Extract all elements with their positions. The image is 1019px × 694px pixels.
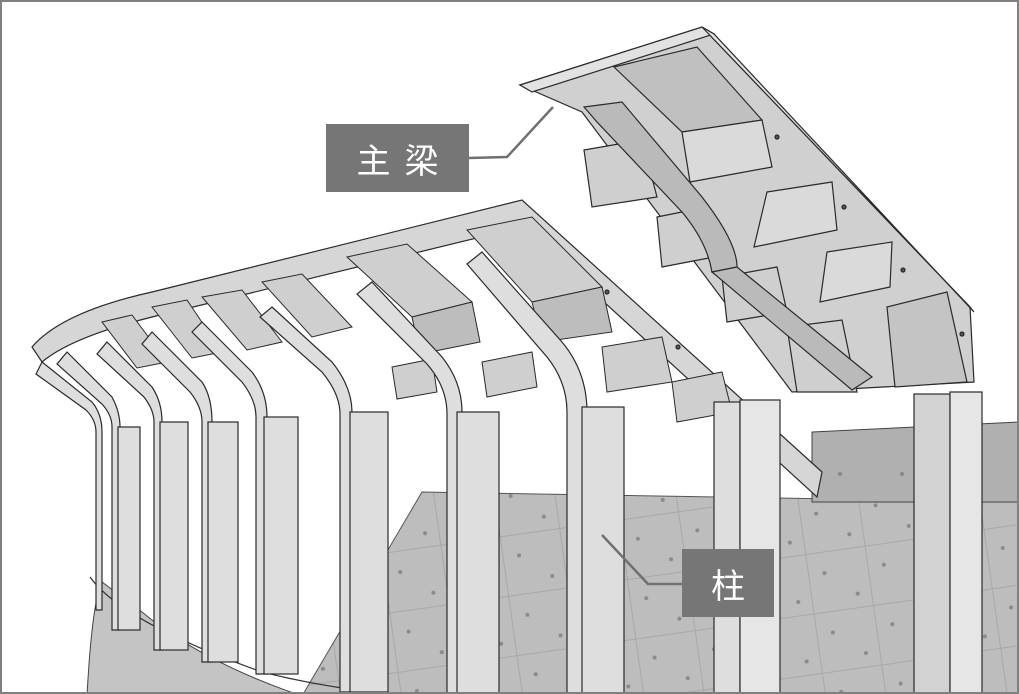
leader-line-column: [601, 534, 682, 586]
columns: [35, 251, 983, 692]
ring-roof-slab: [31, 199, 823, 499]
label-column-text: 柱: [711, 566, 759, 607]
leader-line-main-beam: [468, 106, 554, 160]
label-main-beam-text: 主梁: [356, 141, 453, 182]
label-main-beam: 主梁: [326, 124, 469, 192]
label-column: 柱: [682, 549, 774, 617]
exploded-main-beam-slab: [518, 26, 975, 393]
